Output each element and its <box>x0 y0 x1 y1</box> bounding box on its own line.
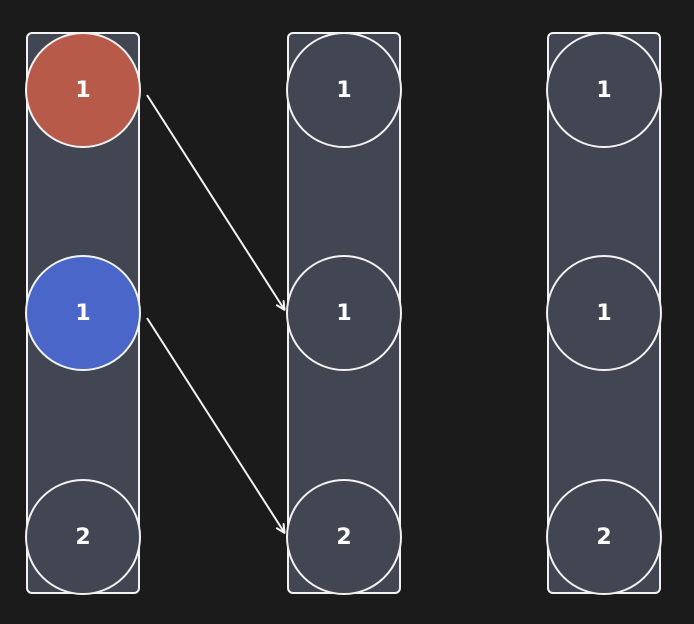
node-c3-r3: 2 <box>546 479 662 595</box>
node-label: 2 <box>596 524 612 550</box>
arrow-c1r2-to-c2r3 <box>146 317 286 534</box>
node-label: 1 <box>596 300 612 326</box>
node-c1-r2: 1 <box>25 255 141 371</box>
node-label: 1 <box>75 300 91 326</box>
node-c2-r2: 1 <box>286 255 402 371</box>
node-label: 2 <box>75 524 91 550</box>
node-label: 1 <box>336 77 352 103</box>
node-label: 1 <box>336 300 352 326</box>
node-c2-r1: 1 <box>286 32 402 148</box>
node-c3-r2: 1 <box>546 255 662 371</box>
node-c1-r3: 2 <box>25 479 141 595</box>
node-c3-r1: 1 <box>546 32 662 148</box>
node-c2-r3: 2 <box>286 479 402 595</box>
node-label: 1 <box>75 77 91 103</box>
node-label: 2 <box>336 524 352 550</box>
node-c1-r1: 1 <box>25 32 141 148</box>
node-label: 1 <box>596 77 612 103</box>
arrow-c1r1-to-c2r2 <box>146 94 286 311</box>
